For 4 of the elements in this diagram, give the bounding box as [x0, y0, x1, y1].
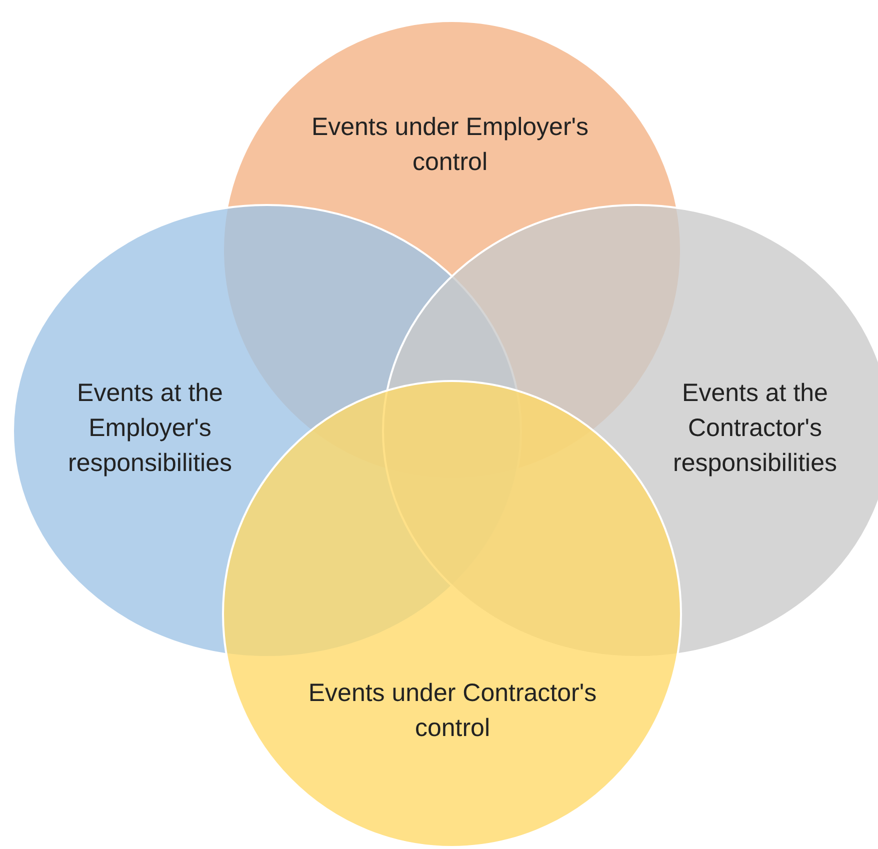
- set-label: Events under Employer's control: [310, 112, 590, 178]
- set-label: Events under Contractor's control: [307, 678, 598, 744]
- set-label: Events at the Contractor's responsibilities: [672, 378, 838, 479]
- set-label: Events at the Employer's responsibilities: [67, 378, 233, 479]
